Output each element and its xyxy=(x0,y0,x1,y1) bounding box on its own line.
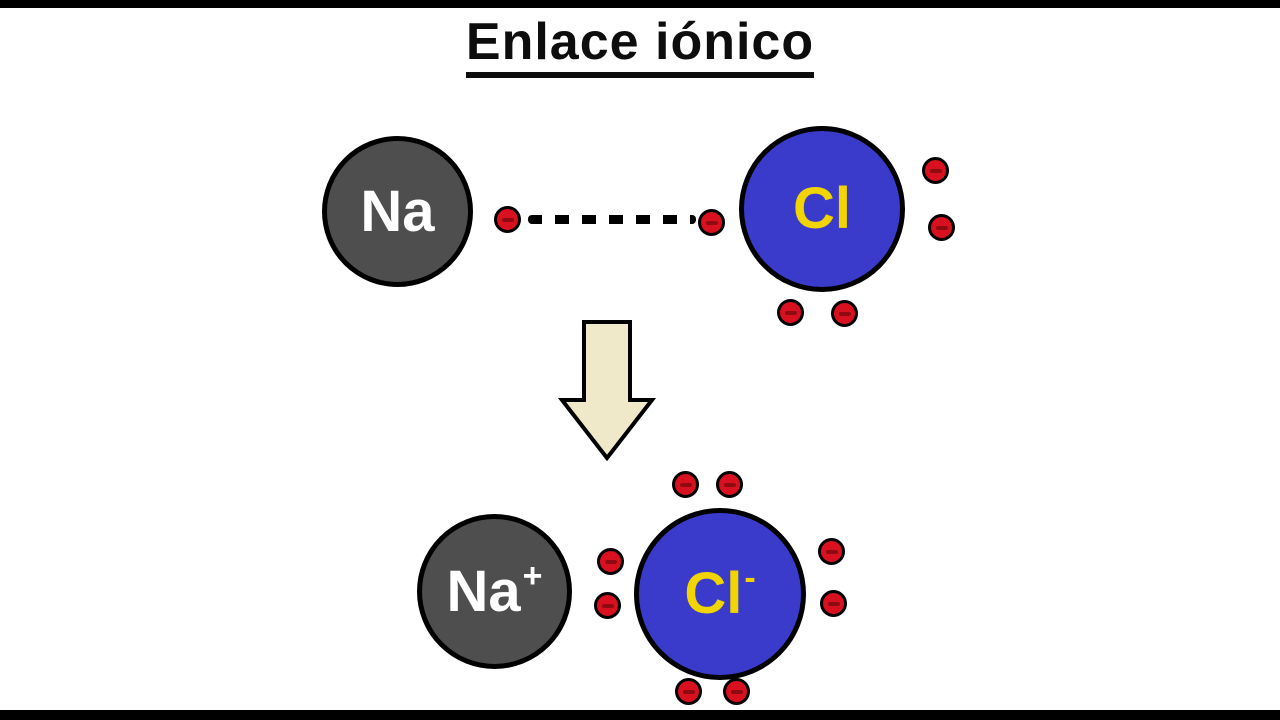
bond-dashed-line xyxy=(528,215,696,224)
diagram-title: Enlace iónico xyxy=(0,12,1280,78)
top-letterbox-bar xyxy=(0,0,1280,8)
electron-icon xyxy=(777,299,804,326)
electron-icon xyxy=(672,471,699,498)
chloride-ion-after: Cl- xyxy=(634,508,806,680)
electron-icon xyxy=(494,206,521,233)
sodium-symbol: Na xyxy=(360,178,435,244)
electron-icon xyxy=(716,471,743,498)
electron-icon xyxy=(922,157,949,184)
chlorine-atom-before: Cl xyxy=(739,126,905,292)
electron-icon xyxy=(698,209,725,236)
sodium-charge: + xyxy=(522,556,543,595)
electron-icon xyxy=(723,678,750,705)
electron-icon xyxy=(675,678,702,705)
electron-icon xyxy=(594,592,621,619)
chloride-charge: - xyxy=(744,559,756,597)
down-arrow-icon xyxy=(557,320,657,462)
bottom-letterbox-bar xyxy=(0,710,1280,720)
electron-icon xyxy=(928,214,955,241)
chloride-ion-label: Cl- xyxy=(684,561,755,623)
electron-icon xyxy=(818,538,845,565)
electron-icon xyxy=(831,300,858,327)
electron-icon xyxy=(597,548,624,575)
sodium-ion-label: Na+ xyxy=(446,559,542,621)
diagram-title-text: Enlace iónico xyxy=(465,13,815,78)
chlorine-symbol: Cl xyxy=(684,561,743,626)
chlorine-symbol: Cl xyxy=(793,176,851,241)
sodium-symbol: Na xyxy=(446,558,521,624)
electron-icon xyxy=(820,590,847,617)
sodium-ion-after: Na+ xyxy=(417,514,572,669)
sodium-atom-before: Na xyxy=(322,136,473,287)
